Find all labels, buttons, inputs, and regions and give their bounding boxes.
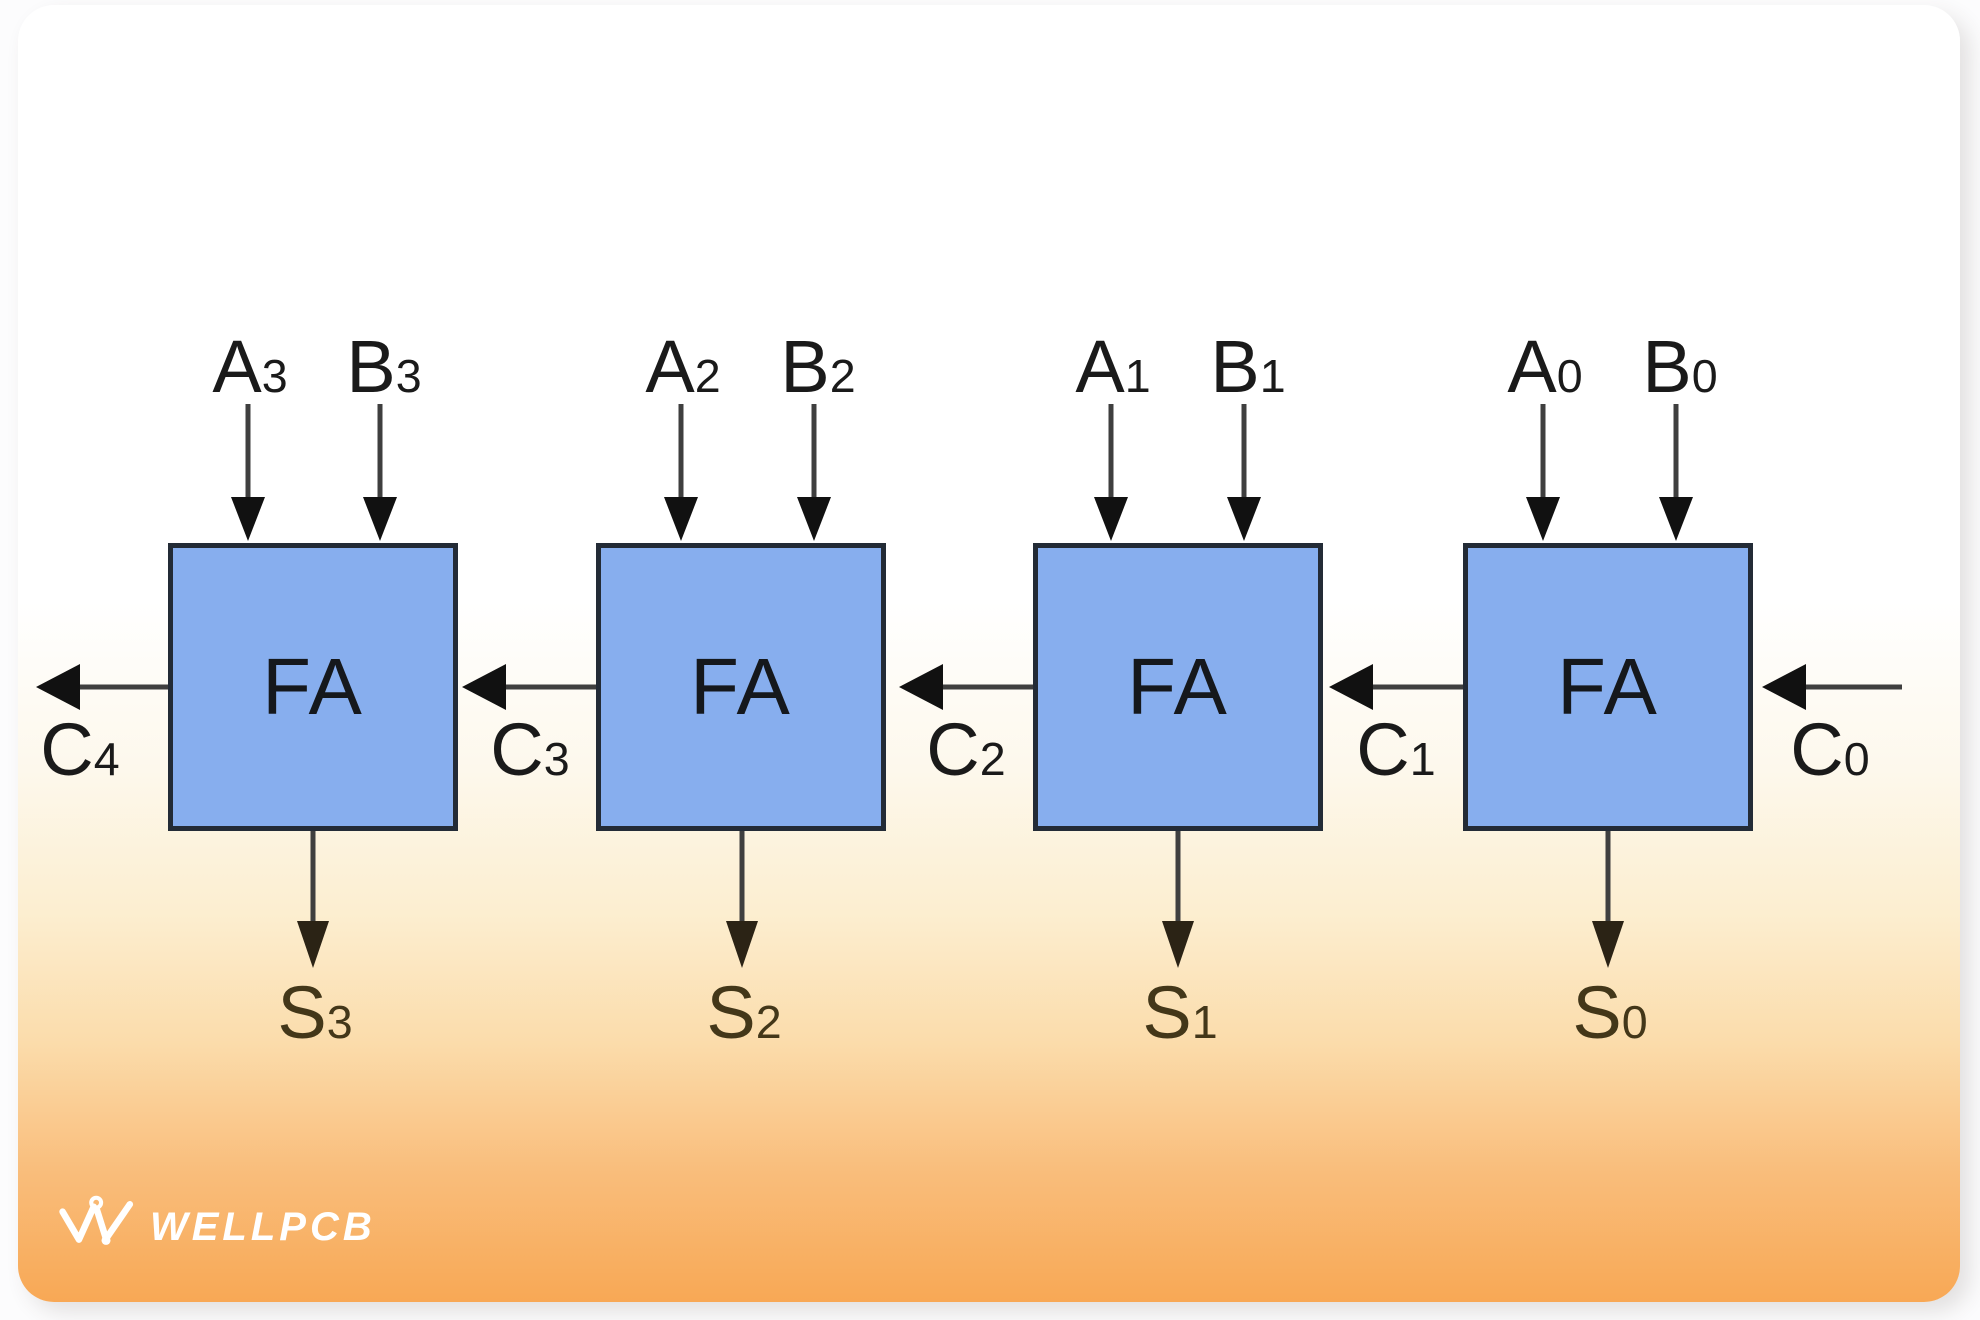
label-main: S bbox=[1142, 971, 1192, 1054]
wellpcb-logo: WELLPCB bbox=[56, 1192, 376, 1256]
sum-label-s2: S2 bbox=[706, 976, 781, 1050]
carry-label-c0: C0 bbox=[1790, 713, 1869, 787]
fa-label: FA bbox=[1557, 642, 1659, 731]
carry-arrowhead-c0 bbox=[1762, 664, 1806, 710]
label-main: B bbox=[1210, 325, 1260, 408]
carry-arrowhead-c3 bbox=[462, 664, 506, 710]
label-main: A bbox=[212, 325, 262, 408]
sum-label-s0: S0 bbox=[1572, 976, 1647, 1050]
label-sub: 1 bbox=[1191, 996, 1218, 1048]
label-main: A bbox=[1507, 325, 1557, 408]
label-main: S bbox=[706, 971, 756, 1054]
fa-label: FA bbox=[690, 642, 792, 731]
input-label-a2: A2 bbox=[645, 330, 720, 404]
carry-label-c1: C1 bbox=[1356, 713, 1435, 787]
label-main: B bbox=[780, 325, 830, 408]
label-sub: 2 bbox=[979, 733, 1006, 785]
fa-label: FA bbox=[1127, 642, 1229, 731]
label-main: C bbox=[1790, 708, 1844, 791]
fa-block-3: FA bbox=[168, 543, 458, 831]
input-label-a1: A1 bbox=[1075, 330, 1150, 404]
sum-arrowhead-s2 bbox=[726, 921, 758, 968]
label-sub: 0 bbox=[1691, 350, 1718, 402]
wellpcb-logo-icon bbox=[59, 1195, 134, 1245]
input-label-a3: A3 bbox=[212, 330, 287, 404]
carry-label-c4: C4 bbox=[40, 713, 119, 787]
label-main: A bbox=[1075, 325, 1125, 408]
label-sub: 0 bbox=[1556, 350, 1583, 402]
label-main: C bbox=[926, 708, 980, 791]
sum-arrowhead-s3 bbox=[297, 921, 329, 968]
label-sub: 3 bbox=[261, 350, 288, 402]
label-main: C bbox=[1356, 708, 1410, 791]
sum-arrowhead-s0 bbox=[1592, 921, 1624, 968]
input-arrowhead-a0 bbox=[1526, 497, 1560, 541]
label-sub: 3 bbox=[543, 733, 570, 785]
label-main: S bbox=[1572, 971, 1622, 1054]
label-sub: 4 bbox=[93, 733, 120, 785]
input-label-a0: A0 bbox=[1507, 330, 1582, 404]
label-main: A bbox=[645, 325, 695, 408]
label-main: C bbox=[40, 708, 94, 791]
label-sub: 2 bbox=[755, 996, 782, 1048]
label-main: B bbox=[1642, 325, 1692, 408]
label-sub: 1 bbox=[1259, 350, 1286, 402]
label-sub: 1 bbox=[1124, 350, 1151, 402]
label-sub: 2 bbox=[829, 350, 856, 402]
fa-block-2: FA bbox=[596, 543, 886, 831]
sum-label-s1: S1 bbox=[1142, 976, 1217, 1050]
label-main: B bbox=[346, 325, 396, 408]
label-sub: 1 bbox=[1409, 733, 1436, 785]
carry-label-c3: C3 bbox=[490, 713, 569, 787]
input-arrowhead-a2 bbox=[664, 497, 698, 541]
input-arrowhead-b0 bbox=[1659, 497, 1693, 541]
label-sub: 0 bbox=[1621, 996, 1648, 1048]
carry-arrowhead-c2 bbox=[899, 664, 943, 710]
input-arrowhead-b1 bbox=[1227, 497, 1261, 541]
carry-label-c2: C2 bbox=[926, 713, 1005, 787]
input-label-b3: B3 bbox=[346, 330, 421, 404]
label-main: S bbox=[277, 971, 327, 1054]
label-main: C bbox=[490, 708, 544, 791]
label-sub: 0 bbox=[1843, 733, 1870, 785]
input-label-b2: B2 bbox=[780, 330, 855, 404]
label-sub: 3 bbox=[326, 996, 353, 1048]
input-arrowhead-a3 bbox=[231, 497, 265, 541]
input-label-b1: B1 bbox=[1210, 330, 1285, 404]
fa-label: FA bbox=[262, 642, 364, 731]
label-sub: 2 bbox=[694, 350, 721, 402]
input-arrowhead-a1 bbox=[1094, 497, 1128, 541]
sum-arrowhead-s1 bbox=[1162, 921, 1194, 968]
fa-block-0: FA bbox=[1463, 543, 1753, 831]
input-label-b0: B0 bbox=[1642, 330, 1717, 404]
wellpcb-logo-text: WELLPCB bbox=[150, 1205, 376, 1249]
input-arrowhead-b2 bbox=[797, 497, 831, 541]
input-arrowhead-b3 bbox=[363, 497, 397, 541]
fa-block-1: FA bbox=[1033, 543, 1323, 831]
label-sub: 3 bbox=[395, 350, 422, 402]
carry-arrowhead-c4 bbox=[36, 664, 80, 710]
carry-arrowhead-c1 bbox=[1329, 664, 1373, 710]
sum-label-s3: S3 bbox=[277, 976, 352, 1050]
